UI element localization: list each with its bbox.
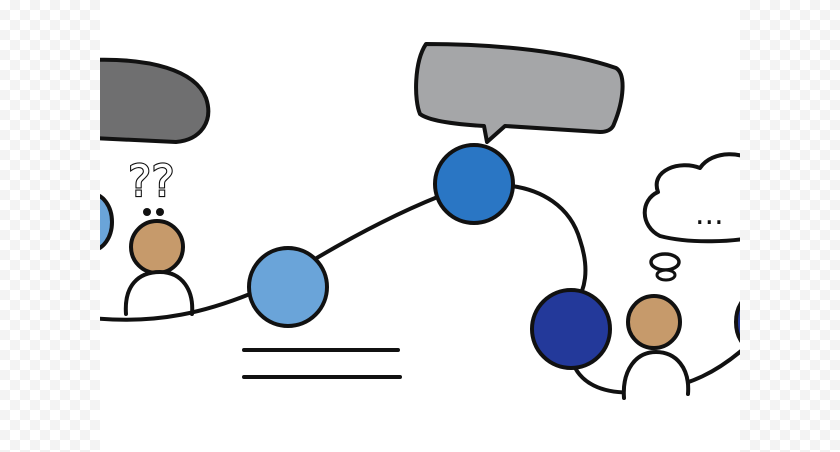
thought-bubble-icon bbox=[642, 152, 740, 282]
thought-dots-text: ... bbox=[695, 197, 724, 232]
node-right-partial-icon bbox=[734, 301, 740, 343]
node-light-blue-icon bbox=[247, 246, 329, 328]
node-mid-blue-icon bbox=[433, 143, 515, 225]
thinking-person-icon bbox=[621, 294, 691, 400]
top-speech-bubble-icon bbox=[414, 42, 625, 144]
question-marks-icon: ?? bbox=[128, 156, 175, 207]
confused-person-icon bbox=[123, 208, 195, 316]
node-left-partial-icon bbox=[100, 194, 114, 250]
left-speech-bubble-icon bbox=[100, 57, 211, 144]
node-dark-blue-icon bbox=[530, 288, 612, 370]
